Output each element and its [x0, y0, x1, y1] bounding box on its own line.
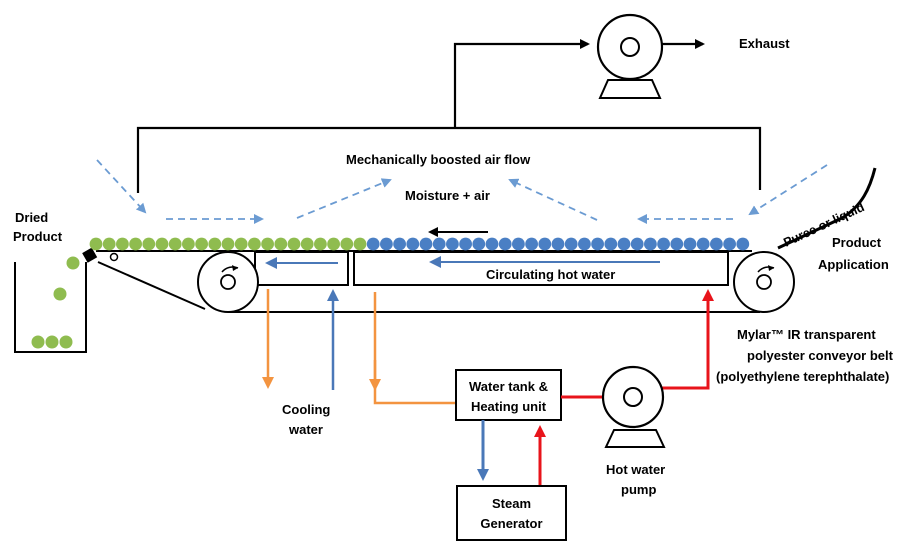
- left-roller-icon: [197, 251, 259, 313]
- exhaust-label: Exhaust: [739, 36, 790, 51]
- wet-bead: [696, 237, 710, 251]
- wet-bead: [630, 237, 644, 251]
- dried-bead: [261, 237, 274, 251]
- right-roller-icon: [733, 251, 795, 313]
- wet-bead: [591, 237, 604, 251]
- wet-bead: [710, 237, 723, 251]
- dried-bead: [182, 237, 195, 251]
- dried-bead: [300, 237, 314, 251]
- dried-bead: [116, 237, 129, 251]
- pump-label-2: pump: [621, 482, 656, 497]
- exhaust-duct: [136, 39, 762, 193]
- wet-bead: [446, 237, 459, 251]
- tank-label-2: Heating unit: [471, 399, 547, 414]
- wet-bead: [657, 237, 670, 251]
- product-beads: [89, 237, 750, 251]
- wet-bead: [419, 237, 433, 251]
- product-application-label-1: Product: [832, 235, 882, 250]
- hot-water-pump-icon: [601, 365, 666, 448]
- wet-bead: [380, 237, 393, 251]
- wet-bead: [366, 237, 380, 251]
- pump-label-1: Hot water: [606, 462, 665, 477]
- cooling-water-label-2: water: [288, 422, 323, 437]
- dried-bead: [353, 237, 367, 251]
- water-tank-heating-unit: [455, 369, 562, 421]
- wet-bead: [551, 237, 565, 251]
- dried-bead: [168, 237, 182, 251]
- moisture-label: Moisture + air: [405, 188, 490, 203]
- circulating-hot-water-label: Circulating hot water: [486, 267, 615, 282]
- wet-bead: [564, 237, 578, 251]
- mylar-label-3: (polyethylene terephthalate): [716, 369, 889, 384]
- wet-bead: [617, 237, 631, 251]
- air-flow-arrows: [96, 159, 828, 224]
- wet-bead: [538, 237, 552, 251]
- wet-bead: [459, 237, 472, 251]
- collection-bin: [14, 256, 87, 353]
- tank-label-1: Water tank &: [469, 379, 548, 394]
- dried-bead: [221, 237, 235, 251]
- wet-bead: [670, 237, 684, 251]
- wet-bead: [498, 237, 512, 251]
- mylar-label-2: polyester conveyor belt: [747, 348, 894, 363]
- dried-product-label-1: Dried: [15, 210, 48, 225]
- wet-bead: [406, 237, 420, 251]
- steam-generator: [456, 485, 567, 541]
- pump-to-bath-line: [660, 289, 714, 390]
- wet-bead: [683, 237, 697, 251]
- exhaust-fan-icon: [596, 13, 664, 99]
- wet-bead: [644, 237, 657, 251]
- dried-bead: [274, 237, 288, 251]
- dried-product-label-2: Product: [13, 229, 63, 244]
- wet-bead: [578, 237, 591, 251]
- cooling-water-label-1: Cooling: [282, 402, 330, 417]
- dried-bead: [340, 237, 354, 251]
- cooling-water-bath: [254, 251, 349, 286]
- dried-bead: [248, 237, 261, 251]
- product-chute: [777, 167, 877, 250]
- dried-bead: [89, 237, 103, 251]
- steam-label-2: Generator: [480, 516, 542, 531]
- wet-bead: [432, 237, 446, 251]
- hot-water-return-line: [373, 292, 456, 405]
- wet-bead: [393, 237, 406, 251]
- dried-bead: [142, 237, 156, 251]
- scraper-blade-icon: [82, 247, 119, 263]
- wet-bead: [472, 237, 486, 251]
- dried-bead: [195, 237, 209, 251]
- dried-bead: [327, 237, 340, 251]
- dried-bead: [234, 237, 248, 251]
- airflow-label: Mechanically boosted air flow: [346, 152, 531, 167]
- hot-water-bath: [353, 251, 729, 286]
- dried-bead: [102, 237, 116, 251]
- dried-bead: [129, 237, 143, 251]
- dried-bead: [314, 237, 327, 251]
- steam-label-1: Steam: [492, 496, 531, 511]
- dried-bead: [208, 237, 222, 251]
- wet-bead: [604, 237, 618, 251]
- product-application-label-2: Application: [818, 257, 889, 272]
- mylar-label-1: Mylar™ IR transparent: [737, 327, 876, 342]
- wet-bead: [736, 237, 750, 251]
- wet-bead: [485, 237, 499, 251]
- wet-bead: [512, 237, 525, 251]
- dried-bead: [155, 237, 169, 251]
- dried-bead: [287, 237, 301, 251]
- wet-bead: [723, 237, 736, 251]
- wet-bead: [525, 237, 538, 251]
